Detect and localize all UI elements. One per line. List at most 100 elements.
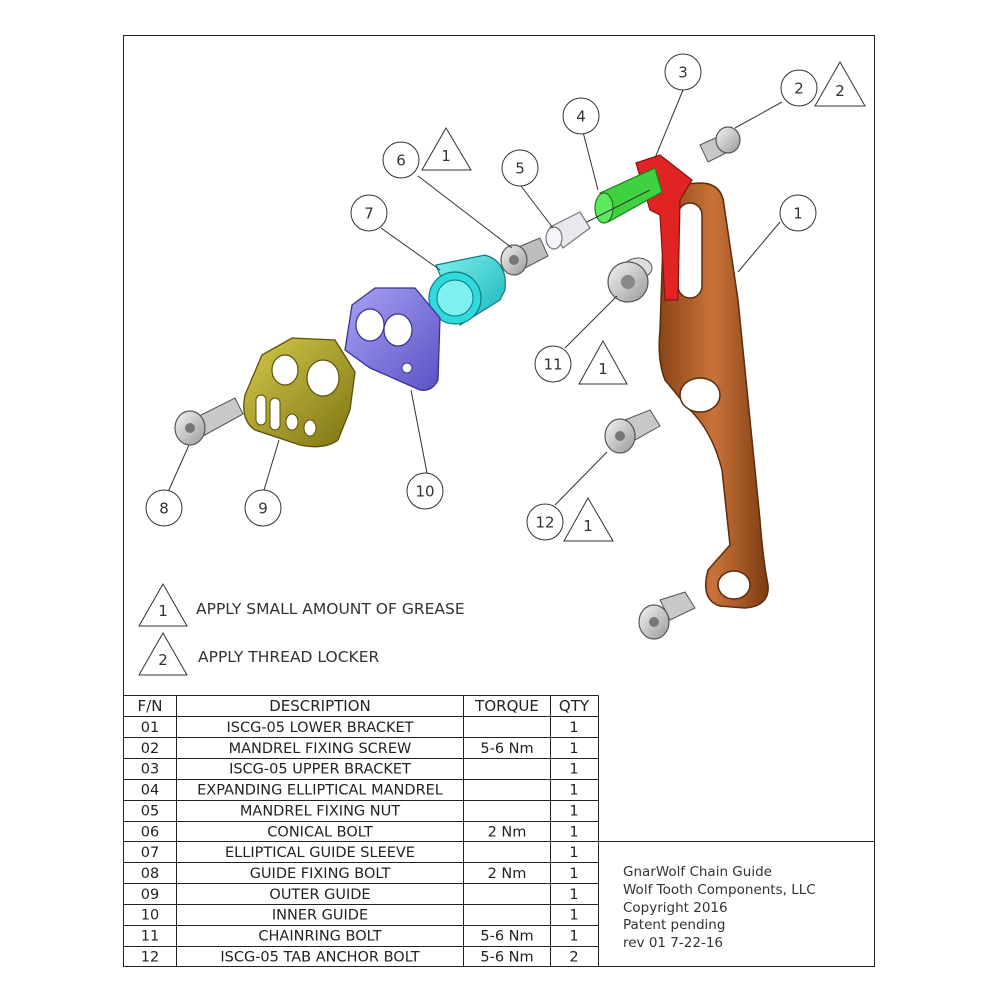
bom-cell-description: GUIDE FIXING BOLT — [250, 866, 391, 882]
bom-cell-qty: 1 — [569, 824, 578, 840]
title-company: Wolf Tooth Components, LLC — [623, 882, 816, 898]
callout-3: 3 — [664, 53, 702, 91]
outer-guide-part — [243, 337, 356, 448]
bom-cell-qty: 1 — [569, 741, 578, 757]
bom-row: 11 CHAINRING BOLT 5-6 Nm 1 — [141, 929, 579, 945]
callout-number: 4 — [576, 108, 586, 126]
note-flag-triangle — [578, 339, 628, 385]
bom-cell-torque: 5-6 Nm — [480, 929, 533, 945]
guide-bolt-part — [174, 397, 244, 446]
bom-row: 02 MANDREL FIXING SCREW 5-6 Nm 1 — [141, 741, 579, 757]
note-symbol: 2 — [158, 651, 168, 669]
callout-number: 12 — [535, 514, 554, 532]
note-flag-triangle — [563, 496, 614, 542]
note-flag-number: 1 — [441, 147, 451, 165]
callout-2: 2 2 — [780, 60, 866, 107]
bom-header-description: DESCRIPTION — [269, 697, 371, 715]
mandrel-nut-part — [545, 211, 591, 250]
bom-cell-qty: 1 — [569, 908, 578, 924]
bom-cell-torque: 2 Nm — [488, 866, 527, 882]
title-block: GnarWolf Chain Guide Wolf Tooth Componen… — [623, 864, 816, 951]
bom-row: 05 MANDREL FIXING NUT 1 — [141, 803, 579, 819]
mandrel-part — [584, 167, 663, 224]
bom-cell-qty: 1 — [569, 929, 578, 945]
note-flag-triangle — [814, 60, 866, 107]
bom-cell-qty: 1 — [569, 720, 578, 736]
callout-11: 11 1 — [534, 339, 628, 385]
note-flag-number: 1 — [598, 360, 608, 378]
callout-12: 12 1 — [526, 496, 614, 542]
callout-number: 5 — [515, 160, 525, 178]
note-flag-triangle — [421, 127, 472, 171]
note-flag-number: 1 — [583, 517, 593, 535]
bom-cell-qty: 1 — [569, 887, 578, 903]
callout-number: 8 — [159, 500, 169, 518]
note-text: APPLY SMALL AMOUNT OF GREASE — [196, 600, 465, 618]
bom-cell-fn: 12 — [141, 949, 159, 965]
callout-8: 8 — [145, 489, 183, 527]
bom-cell-fn: 02 — [141, 741, 159, 757]
bom-cell-fn: 04 — [141, 783, 159, 799]
callout-number: 1 — [793, 205, 803, 223]
bom-cell-qty: 1 — [569, 803, 578, 819]
bom-cell-description: INNER GUIDE — [272, 908, 368, 924]
bom-header-row: F/N DESCRIPTION TORQUE QTY — [138, 697, 590, 715]
mandrel-screw-part — [699, 126, 741, 163]
callout-9: 9 — [244, 489, 282, 527]
bom-cell-qty: 1 — [569, 762, 578, 778]
bom-cell-description: ISCG-05 UPPER BRACKET — [229, 762, 411, 778]
leader-lines — [167, 89, 783, 506]
callout-10: 10 — [406, 472, 444, 510]
callout-number: 10 — [415, 483, 434, 501]
bom-cell-description: OUTER GUIDE — [269, 887, 370, 903]
bom-cell-qty: 1 — [569, 845, 578, 861]
bom-cell-description: ISCG-05 TAB ANCHOR BOLT — [220, 949, 419, 965]
guide-sleeve-part — [428, 254, 506, 326]
bom-cell-fn: 01 — [141, 720, 159, 736]
title-product: GnarWolf Chain Guide — [623, 864, 772, 880]
bom-cell-fn: 09 — [141, 887, 159, 903]
bom-header-qty: QTY — [559, 697, 590, 715]
callout-number: 9 — [258, 500, 268, 518]
bom-header-fn: F/N — [138, 697, 163, 715]
bom-cell-description: CONICAL BOLT — [267, 824, 373, 840]
bom-cell-fn: 11 — [141, 929, 159, 945]
lower-bracket-part — [658, 182, 769, 609]
bom-cell-description: MANDREL FIXING NUT — [240, 803, 400, 819]
bom-cell-torque: 5-6 Nm — [480, 949, 533, 965]
bom-cell-torque: 5-6 Nm — [480, 741, 533, 757]
bom-cell-description: MANDREL FIXING SCREW — [229, 741, 412, 757]
note-grease: 1 APPLY SMALL AMOUNT OF GREASE — [138, 582, 465, 627]
note-symbol: 1 — [158, 602, 168, 620]
callout-5: 5 — [501, 149, 539, 187]
inner-guide-part — [344, 287, 441, 391]
bom-cell-description: CHAINRING BOLT — [258, 929, 381, 945]
tab-anchor-bolt-upper-part — [604, 409, 661, 454]
callout-number: 11 — [543, 356, 562, 374]
callout-7: 7 — [350, 194, 388, 232]
bom-cell-description: ELLIPTICAL GUIDE SLEEVE — [225, 845, 415, 861]
callout-number: 3 — [678, 64, 688, 82]
callout-number: 2 — [794, 80, 804, 98]
bom-cell-fn: 07 — [141, 845, 159, 861]
callout-1: 1 — [779, 194, 817, 232]
tab-anchor-bolt-lower-part — [638, 591, 696, 640]
bom-header-torque: TORQUE — [474, 697, 539, 715]
callout-number: 7 — [364, 205, 374, 223]
bom-cell-fn: 10 — [141, 908, 159, 924]
bom-cell-description: EXPANDING ELLIPTICAL MANDREL — [197, 783, 443, 799]
bom-cell-fn: 06 — [141, 824, 159, 840]
note-triangle — [138, 631, 188, 676]
conical-bolt-part — [500, 237, 549, 276]
note-triangle — [138, 582, 188, 627]
bom-cell-torque: 2 Nm — [488, 824, 527, 840]
chainring-bolt-part — [607, 257, 653, 303]
bom-cell-fn: 05 — [141, 803, 159, 819]
